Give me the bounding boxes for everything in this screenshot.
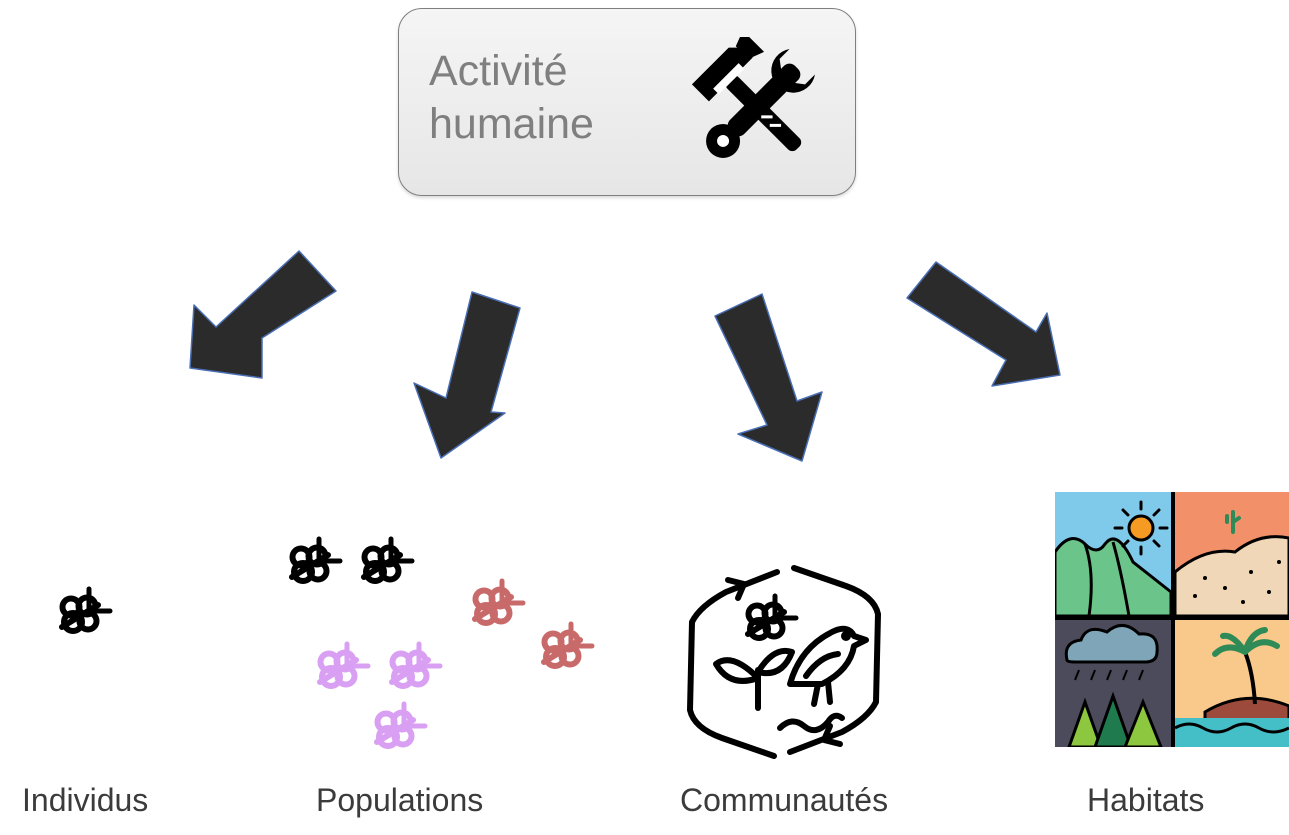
bee-groups-icon (270, 520, 610, 770)
community-cycle-icon (687, 565, 881, 759)
level-label-populations: Populations (316, 782, 484, 818)
human-activity-title: Activité humaine (429, 47, 594, 148)
arrow-to-habitats (906, 261, 1061, 387)
level-label-habitats: Habitats (1087, 782, 1205, 818)
human-activity-box: Activité humaine (398, 8, 856, 196)
single-bee-icon (30, 570, 130, 650)
level-label-individus: Individus (22, 782, 149, 818)
hammer-wrench-icon (691, 37, 815, 158)
arrow-to-communities (714, 293, 823, 462)
habitats-grid-icon (1055, 492, 1289, 747)
arrow-to-individuals (189, 250, 337, 379)
level-label-communautes: Communautés (680, 782, 889, 818)
arrow-to-populations (413, 291, 521, 459)
